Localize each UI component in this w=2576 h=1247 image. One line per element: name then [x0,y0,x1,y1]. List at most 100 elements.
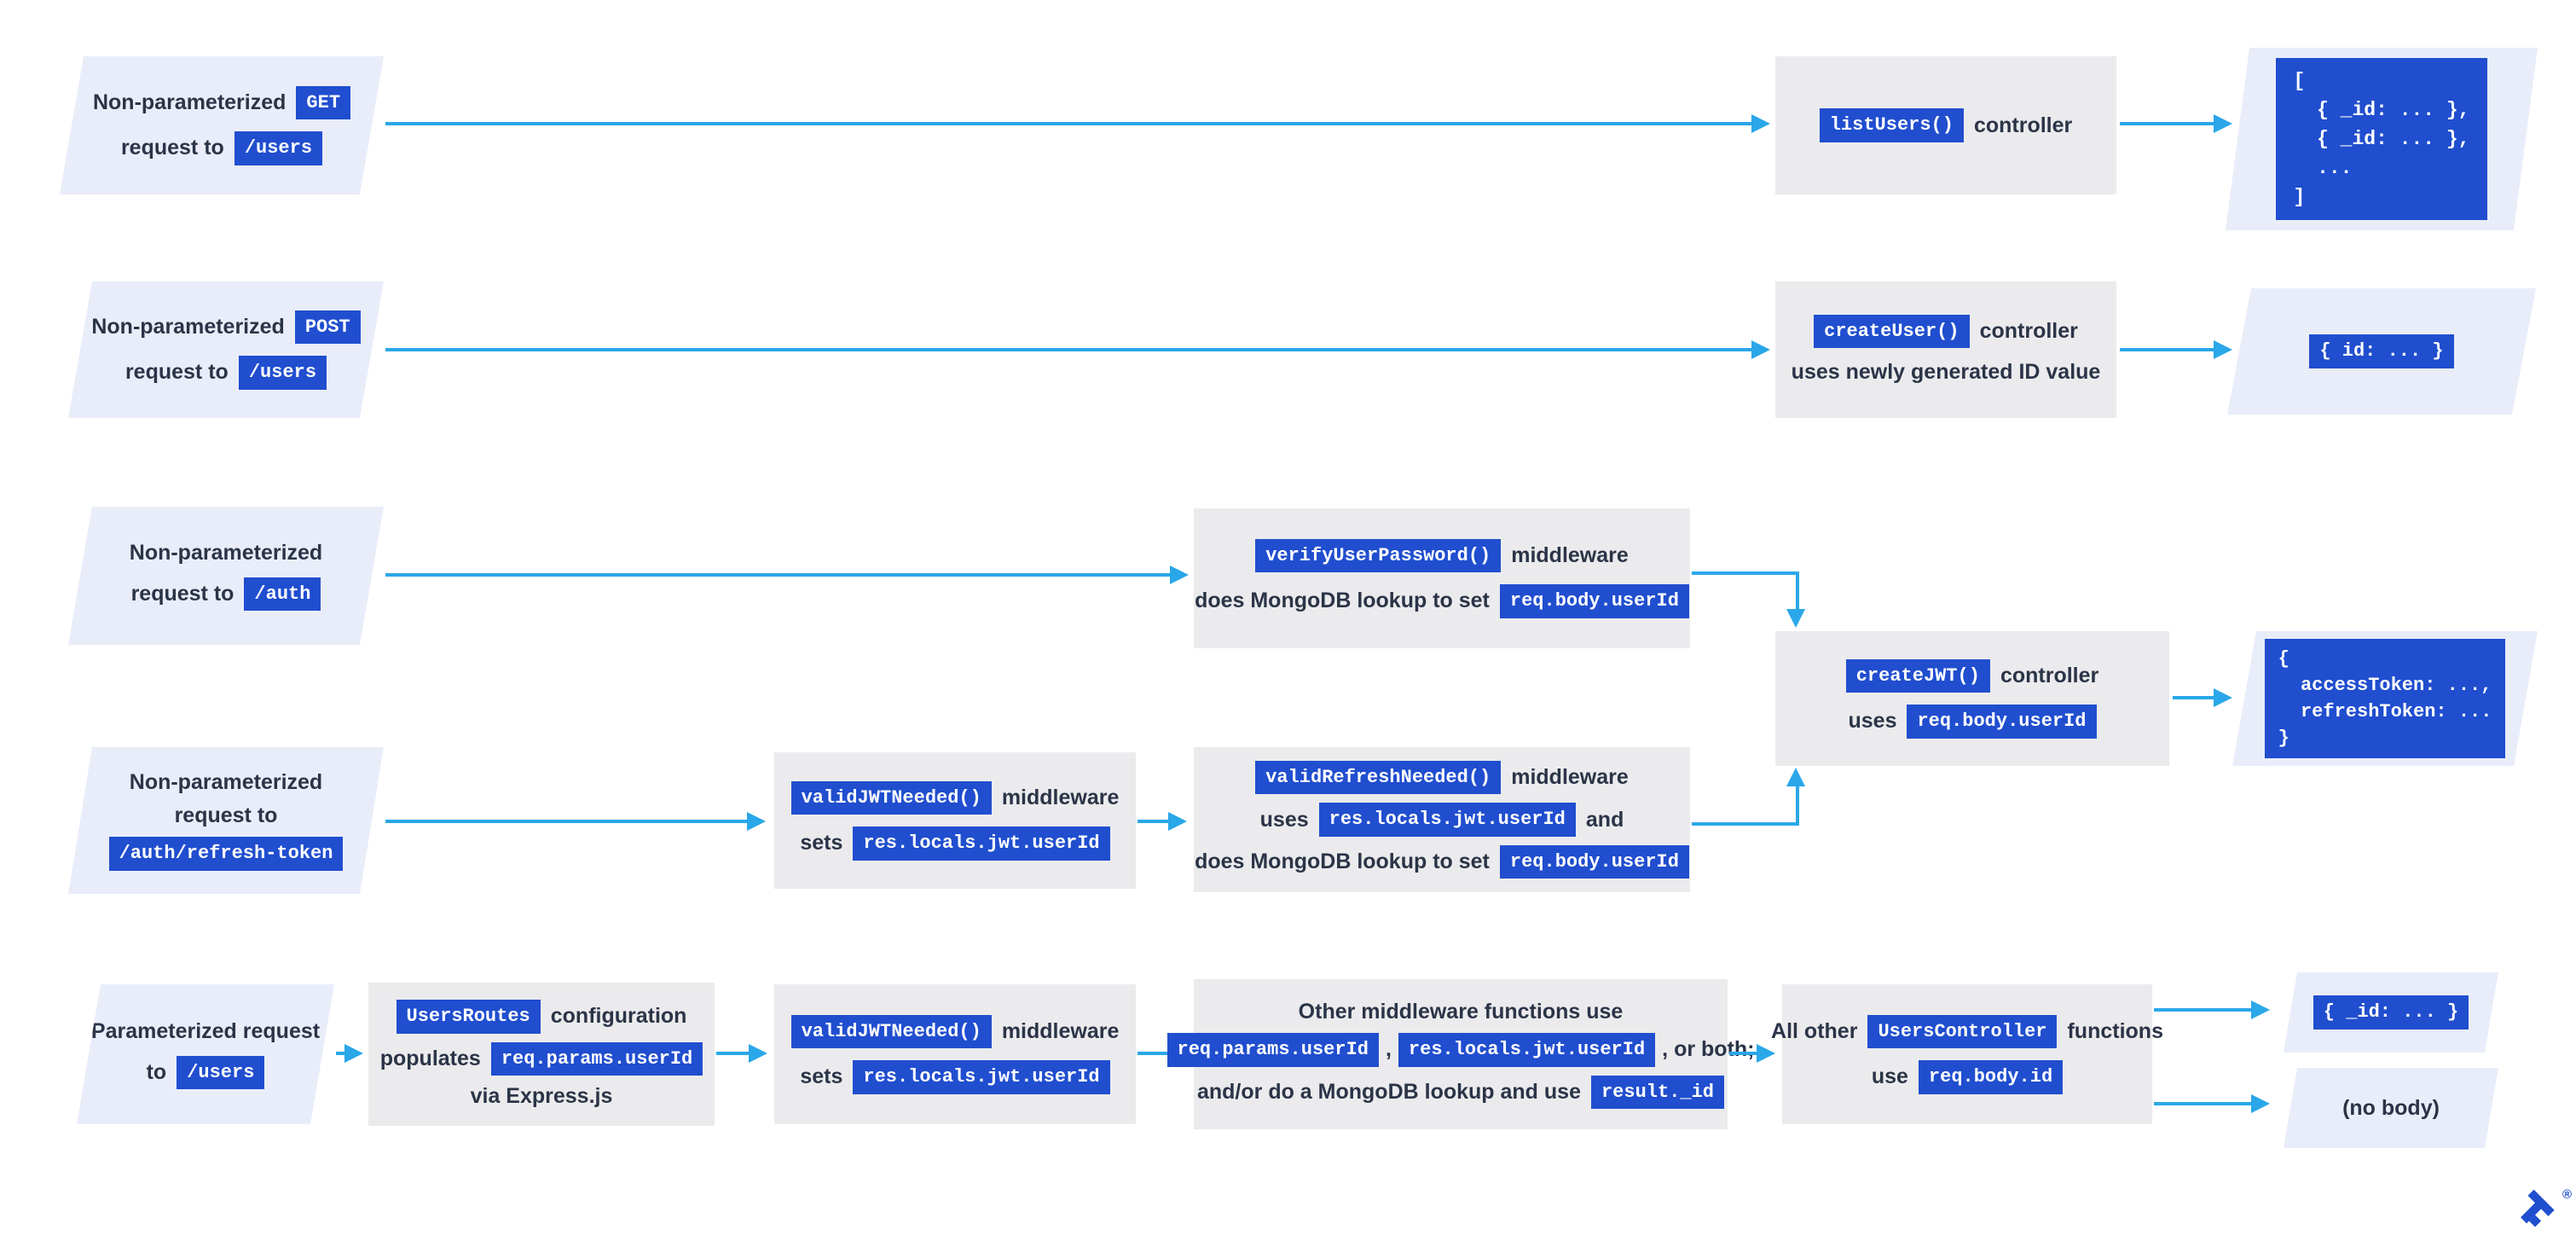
property-badge: req.params.userId [490,1041,703,1076]
routes-line: via Express.js [471,1084,613,1109]
middleware-text: and [1585,807,1624,832]
arrow-line [385,820,749,823]
arrow-head-icon [2251,1094,2270,1113]
middleware-line: uses res.locals.jwt.userId and [1260,803,1624,837]
request-node-parameterized-users: Parameterized request to /users [77,984,334,1124]
toptal-logo-icon [2521,1189,2555,1227]
request-text: request to [120,136,224,160]
class-badge: UsersRoutes [396,1000,541,1034]
code-line: ] [2293,186,2306,208]
arrow-head-icon [1168,812,1187,831]
controller-text: use [1871,1064,1908,1089]
middleware-text: , or both; [1662,1037,1755,1062]
code-line: [ [2293,70,2306,92]
property-badge: result._id [1590,1075,1725,1109]
controller-node-create-user: createUser() controller uses newly gener… [1775,281,2116,418]
arrow-line [2120,122,2215,125]
class-badge: UsersController [1867,1014,2058,1048]
code-line: { _id: ... }, [2293,128,2470,150]
request-text: Non-parameterized [129,540,323,565]
property-badge: res.locals.jwt.userId [1318,803,1576,837]
property-badge: res.locals.jwt.userId [853,826,1110,861]
middleware-node-verify-user-password: verifyUserPassword() middleware does Mon… [1194,508,1690,648]
request-text: Parameterized request [90,1018,321,1043]
request-line: request to /auth [131,577,321,612]
response-node-tokens: { accessToken: ..., refreshToken: ... } [2232,631,2538,766]
request-line: request to [175,803,278,828]
arrow-line [385,122,1753,125]
middleware-line: verifyUserPassword() middleware [1255,538,1629,572]
arrow-line [2120,348,2215,351]
request-node-post-users: Non-parameterized POST request to /users [68,281,384,418]
json-array-snippet: [ { _id: ... }, { _id: ... }, ... ] [2276,58,2486,220]
route-badge: /auth [244,577,321,612]
middleware-line: validJWTNeeded() middleware [790,1014,1120,1048]
middleware-line: does MongoDB lookup to set req.body.user… [1195,844,1689,879]
code-line: } [2278,728,2289,749]
json-object-badge: { id: ... } [2309,334,2453,368]
controller-node-users-controller: All other UsersController functions use … [1771,984,2163,1124]
middleware-text: Other middleware functions use [1298,1000,1624,1024]
request-text: Non-parameterized [129,770,323,795]
arrow-line [1692,822,1799,826]
arrow-line [1729,1052,1758,1055]
request-text: to [146,1060,167,1084]
arrow-head-icon [747,812,766,831]
middleware-node-valid-jwt-needed-2: validJWTNeeded() middleware sets res.loc… [774,984,1136,1124]
request-line: to /users [147,1056,265,1090]
http-method-badge: GET [296,86,350,120]
property-badge: req.body.id [1918,1060,2064,1094]
request-line: Non-parameterized [130,541,322,566]
function-badge: createUser() [1814,314,1970,349]
controller-text: functions [2067,1018,2163,1043]
middleware-line: Other middleware functions use [1299,1000,1624,1024]
property-badge: req.body.userId [1499,584,1689,618]
middleware-line: sets res.locals.jwt.userId [800,826,1110,861]
middleware-text: , [1385,1037,1392,1062]
arrow-line [1796,786,1799,826]
arrow-head-icon [1170,566,1189,584]
controller-line: listUsers() controller [1819,108,2073,142]
arrow-head-icon [2214,114,2232,133]
arrow-line [385,348,1753,351]
arrow-line [2173,696,2215,699]
arrow-line [1796,571,1799,611]
middleware-node-valid-refresh-needed: validRefreshNeeded() middleware uses res… [1194,747,1690,892]
controller-line: uses newly generated ID value [1792,360,2101,385]
request-node-auth-refresh-token: Non-parameterized request to /auth/refre… [68,747,384,894]
request-line: Non-parameterized GET [93,86,350,120]
routes-node-users-routes: UsersRoutes configuration populates req.… [368,983,715,1126]
request-line: request to /users [125,356,327,390]
property-badge: res.locals.jwt.userId [1398,1033,1656,1067]
arrow-head-icon [1786,609,1805,628]
controller-line: uses req.body.userId [1848,705,2097,739]
request-node-get-users: Non-parameterized GET request to /users [60,56,384,194]
registered-mark: ® [2562,1187,2572,1202]
code-line: ... [2293,157,2353,179]
toptal-logo[interactable]: ® [2512,1187,2572,1247]
controller-node-list-users: listUsers() controller [1775,56,2116,194]
controller-text: controller [2000,663,2099,687]
code-line: refreshToken: ... [2278,701,2492,722]
arrow-head-icon [1786,768,1805,786]
controller-text: controller [1973,113,2073,137]
middleware-line: req.params.userId , res.locals.jwt.userI… [1166,1033,1755,1067]
http-method-badge: POST [295,310,361,345]
middleware-text: middleware [1511,542,1629,567]
controller-text: controller [1979,319,2078,343]
request-line: /auth/refresh-token [109,837,344,871]
request-line: Parameterized request [91,1019,320,1044]
route-badge: /users [239,356,327,390]
arrow-head-icon [2251,1000,2270,1019]
middleware-text: does MongoDB lookup to set [1195,589,1490,613]
json-object-badge: { _id: ... } [2313,995,2469,1030]
middleware-text: middleware [1001,1018,1120,1043]
arrow-head-icon [2214,340,2232,359]
arrow-head-icon [2214,688,2232,707]
json-tokens-snippet: { accessToken: ..., refreshToken: ... } [2265,639,2506,758]
request-line: request to /users [121,131,322,165]
middleware-node-valid-jwt-needed: validJWTNeeded() middleware sets res.loc… [774,752,1136,889]
arrow-line [1692,571,1799,575]
request-text: request to [130,582,234,606]
